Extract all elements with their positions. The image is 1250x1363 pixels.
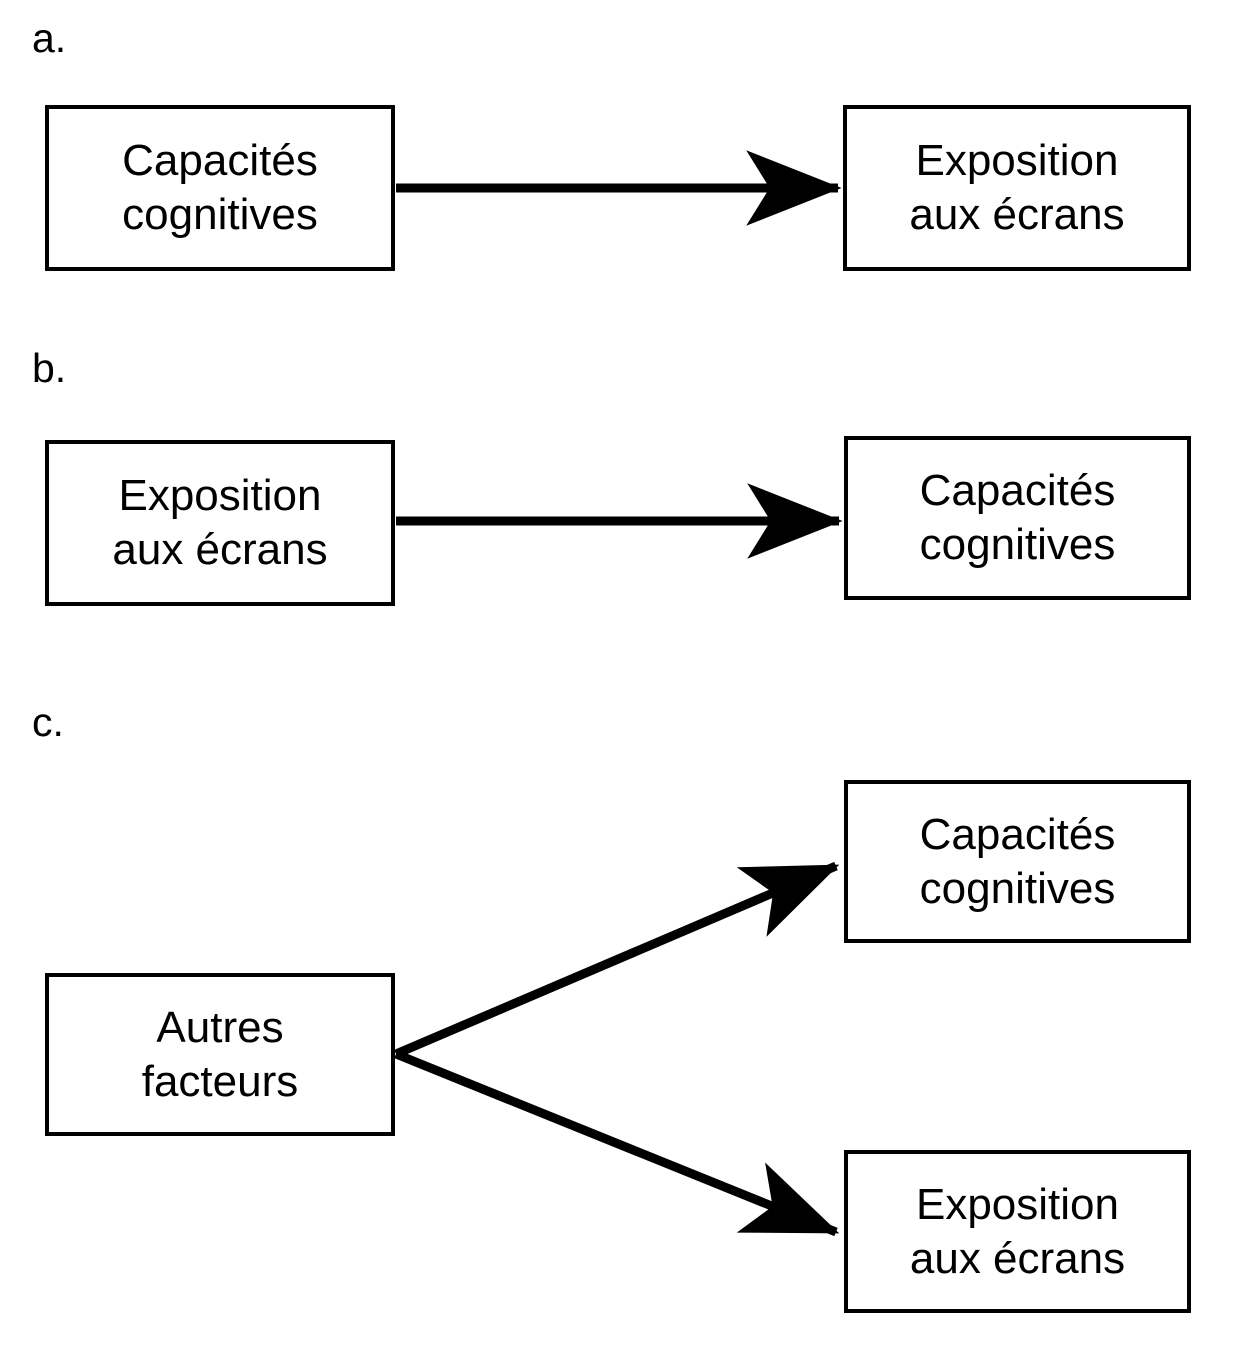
arrow-c-other-to-cognitive <box>394 861 840 1059</box>
node-label: Exposition aux écrans <box>909 136 1125 239</box>
node-a-screen-exposure: Exposition aux écrans <box>843 105 1191 271</box>
node-label: Capacités cognitives <box>919 809 1116 913</box>
node-c-cognitive-abilities: Capacités cognitives <box>844 780 1191 943</box>
node-label: Exposition aux écrans <box>909 1179 1126 1283</box>
node-c-other-factors: Autres facteurs <box>45 973 395 1136</box>
node-label: Exposition aux écrans <box>112 471 328 574</box>
panel-label-c: c. <box>32 699 64 745</box>
node-b-cognitive-abilities: Capacités cognitives <box>844 436 1191 600</box>
node-b-screen-exposure: Exposition aux écrans <box>45 440 395 606</box>
node-a-cognitive-abilities: Capacités cognitives <box>45 105 395 271</box>
panel-label-a: a. <box>32 15 67 61</box>
node-label: Autres facteurs <box>141 1002 299 1106</box>
node-c-screen-exposure: Exposition aux écrans <box>844 1150 1191 1313</box>
arrow-c-other-to-screen <box>394 1049 840 1237</box>
node-label: Capacités cognitives <box>122 136 318 239</box>
panel-label-b: b. <box>32 345 67 391</box>
node-label: Capacités cognitives <box>919 466 1116 569</box>
